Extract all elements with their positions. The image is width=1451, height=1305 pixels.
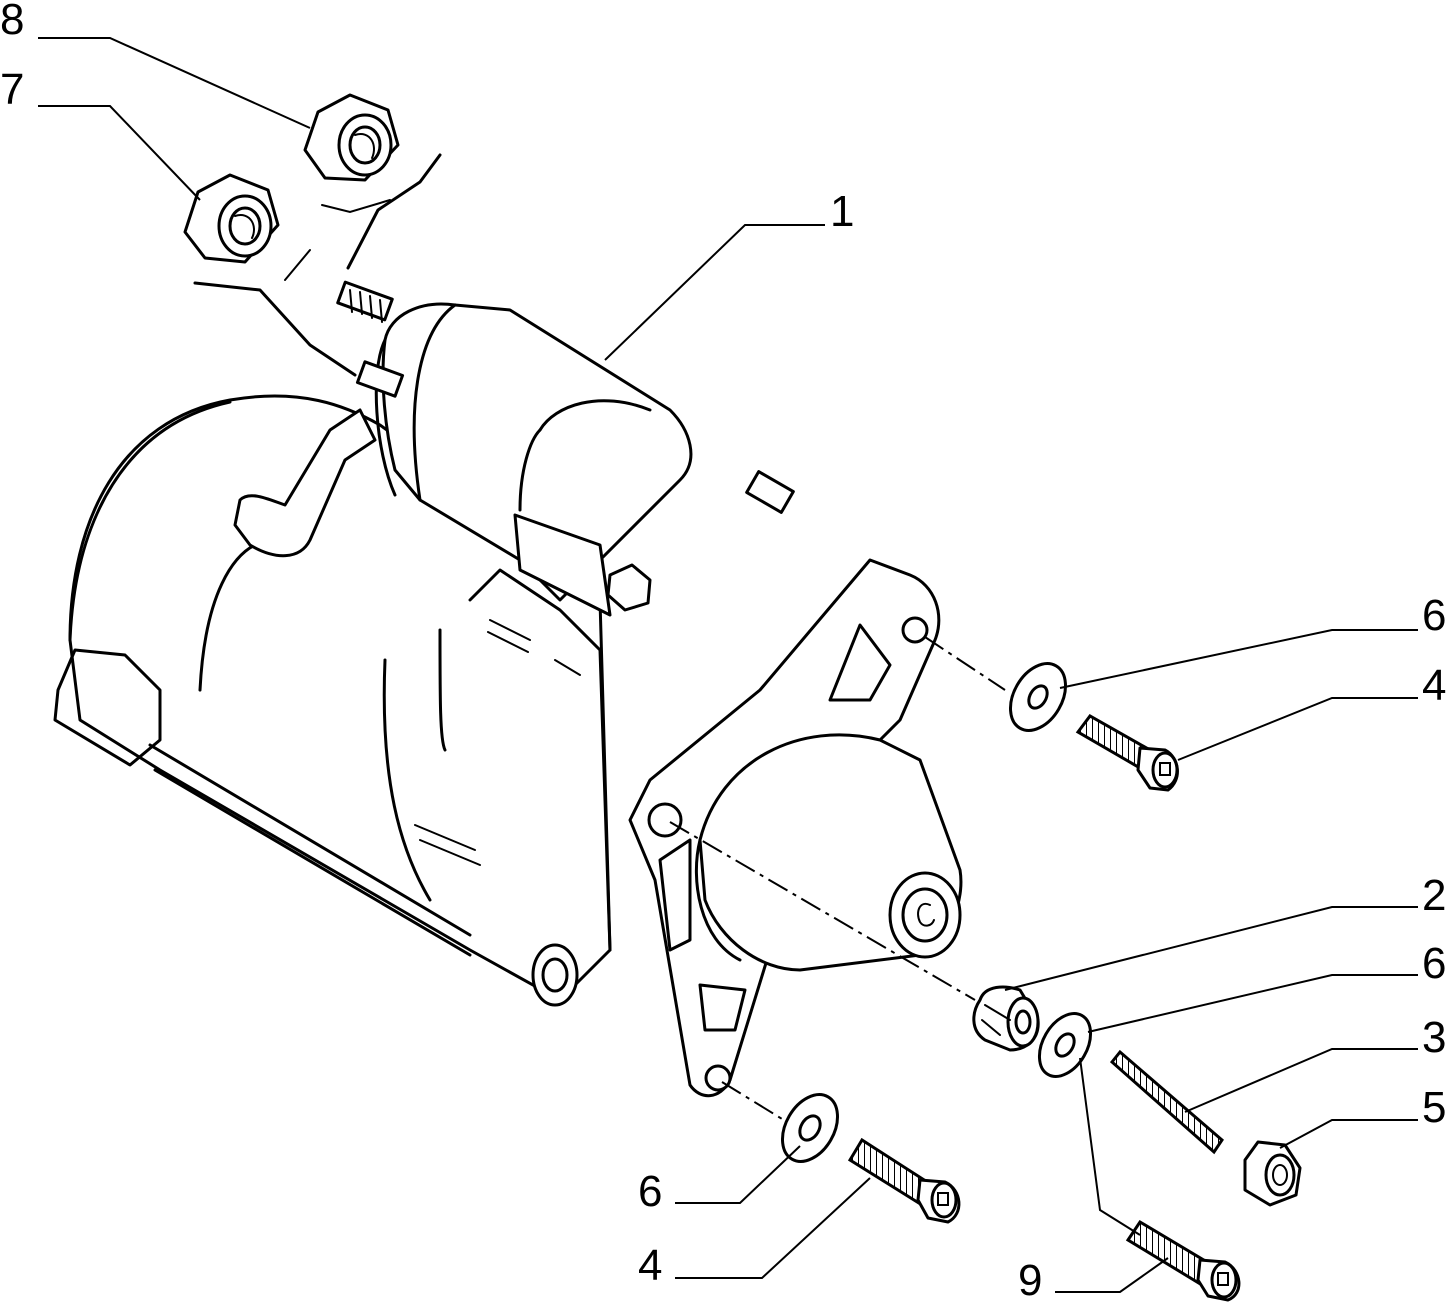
callout-6-middle: 6	[1422, 939, 1446, 988]
leader-5	[1279, 1119, 1418, 1149]
axis-line-middle	[669, 821, 976, 1001]
nut-part-7	[183, 173, 280, 264]
axis-line-upper	[924, 636, 1006, 691]
leader-2	[1004, 906, 1418, 991]
nut-part-5	[1243, 1140, 1302, 1207]
callout-3: 3	[1422, 1013, 1446, 1062]
callout-6-lower: 6	[638, 1167, 662, 1216]
sleeve-part-2	[972, 985, 1040, 1052]
washer-part-6-middle	[1037, 1012, 1093, 1078]
stud-part-3	[1109, 1049, 1224, 1155]
leader-3	[1184, 1048, 1418, 1113]
callout-7: 7	[0, 65, 24, 114]
leader-7	[38, 105, 201, 201]
leader-4b	[675, 1177, 871, 1279]
callout-4-upper: 4	[1422, 661, 1446, 710]
wire-lead-top	[346, 153, 442, 270]
callout-2: 2	[1422, 871, 1446, 920]
leader-6a	[1059, 629, 1418, 689]
leader-6b	[1087, 974, 1418, 1033]
washer-part-6-upper	[1009, 662, 1067, 732]
callout-8: 8	[0, 0, 24, 44]
leader-1	[604, 224, 825, 361]
wire-lead-stub	[284, 199, 391, 281]
leader-9-axis	[1079, 1057, 1141, 1236]
callout-6-upper: 6	[1422, 591, 1446, 640]
leader-4a	[1177, 697, 1418, 761]
bolt-part-9	[1125, 1219, 1241, 1302]
leader-6c	[675, 1145, 801, 1204]
callout-9: 9	[1018, 1256, 1042, 1305]
washer-part-6-lower	[781, 1093, 839, 1163]
wire-lead-mid	[193, 281, 357, 377]
nut-part-8	[303, 93, 400, 182]
bolt-part-4-lower	[847, 1137, 961, 1224]
leader-9	[1055, 1257, 1169, 1293]
callout-1: 1	[830, 187, 854, 236]
leader-8	[38, 37, 311, 129]
starter-motor	[53, 280, 963, 1098]
callout-5: 5	[1422, 1083, 1446, 1132]
callout-4-lower: 4	[638, 1241, 662, 1290]
bolt-part-4-upper	[1075, 714, 1179, 792]
